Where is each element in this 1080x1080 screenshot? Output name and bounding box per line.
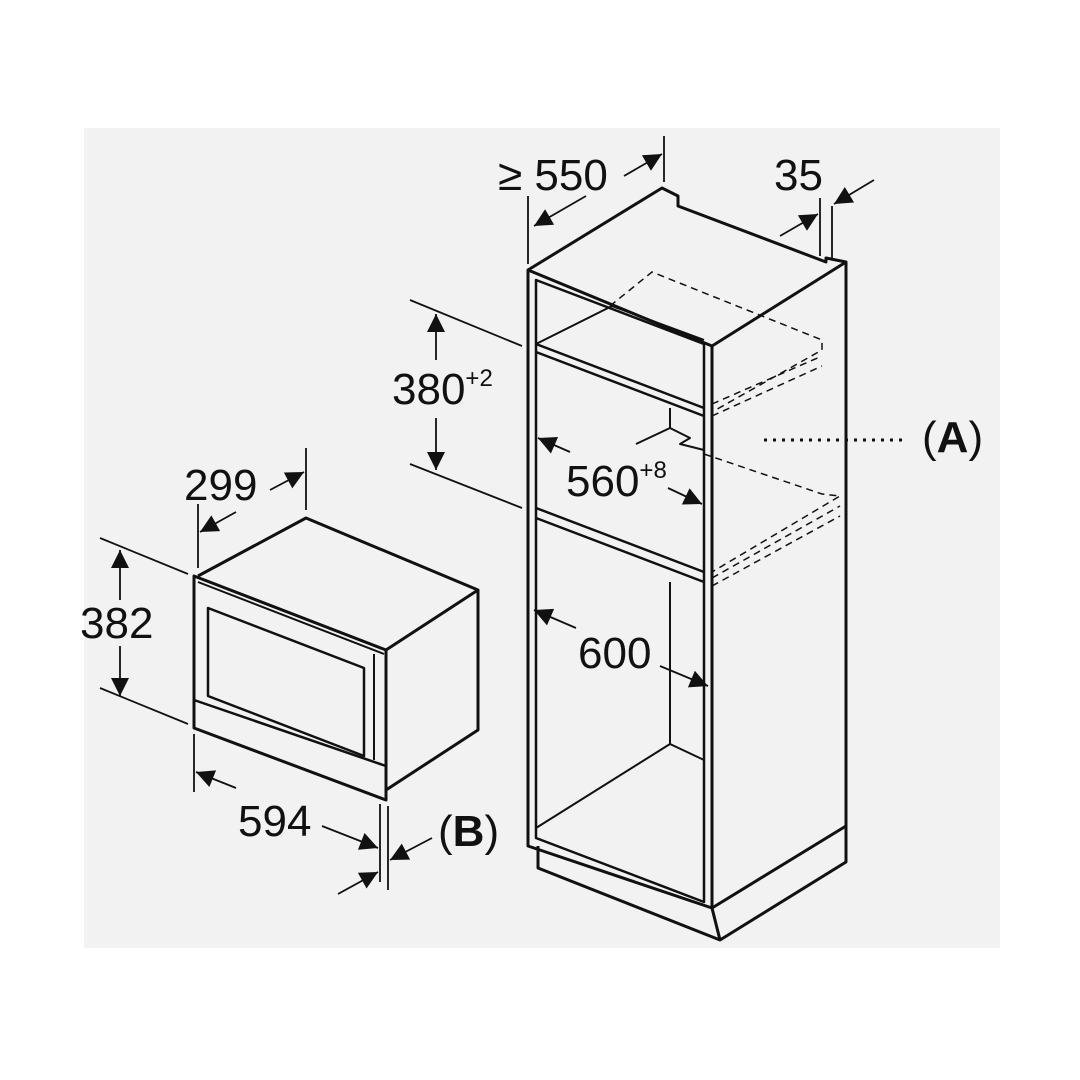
- offset-label: 35: [774, 151, 823, 200]
- appliance-depth-label: 299: [184, 461, 257, 510]
- niche-width-tolerance: +8: [639, 457, 666, 484]
- appliance-height-dimension: [99, 537, 189, 725]
- appliance-top: [197, 516, 480, 652]
- cabinet-top-face: [527, 186, 848, 348]
- appliance-side: [385, 590, 480, 792]
- niche-width-value: 560: [566, 457, 639, 506]
- niche-width-label: 560+8: [566, 457, 667, 506]
- tall-cabinet: [526, 186, 848, 942]
- niche-width-dimension: [537, 436, 703, 505]
- appliance-width-label: 594: [238, 797, 311, 846]
- depth-min-label: ≥ 550: [498, 151, 608, 200]
- hidden-lines: [609, 271, 843, 587]
- appliance-control-strip: [193, 698, 387, 768]
- shelf-upper: [535, 342, 705, 418]
- offset-dimension: [779, 179, 875, 258]
- niche-height-label: 380+2: [392, 365, 493, 414]
- cabinet-right-side: [711, 262, 848, 910]
- cabinet-front-frame: [526, 268, 714, 910]
- niche-height-value: 380: [392, 365, 465, 414]
- cabinet-width-dimension: [533, 608, 709, 688]
- appliance-height-label: 382: [80, 599, 153, 648]
- depth-dimension: [527, 136, 665, 264]
- niche-height-dimension: [409, 299, 523, 509]
- appliance-window: [206, 606, 366, 758]
- appliance-width-dimension: [193, 734, 433, 895]
- shelf-lower: [535, 506, 705, 584]
- callout-a-label: (A): [922, 413, 983, 462]
- appliance-depth-dimension: [197, 448, 307, 568]
- cabinet-inner-frame: [534, 278, 706, 904]
- appliance-front: [192, 574, 388, 802]
- niche-height-tolerance: +2: [465, 365, 492, 392]
- cabinet-plinth: [536, 826, 848, 942]
- callout-b-label: (B): [438, 807, 499, 856]
- built-in-appliance: [192, 516, 480, 802]
- cabinet-width-label: 600: [578, 629, 651, 678]
